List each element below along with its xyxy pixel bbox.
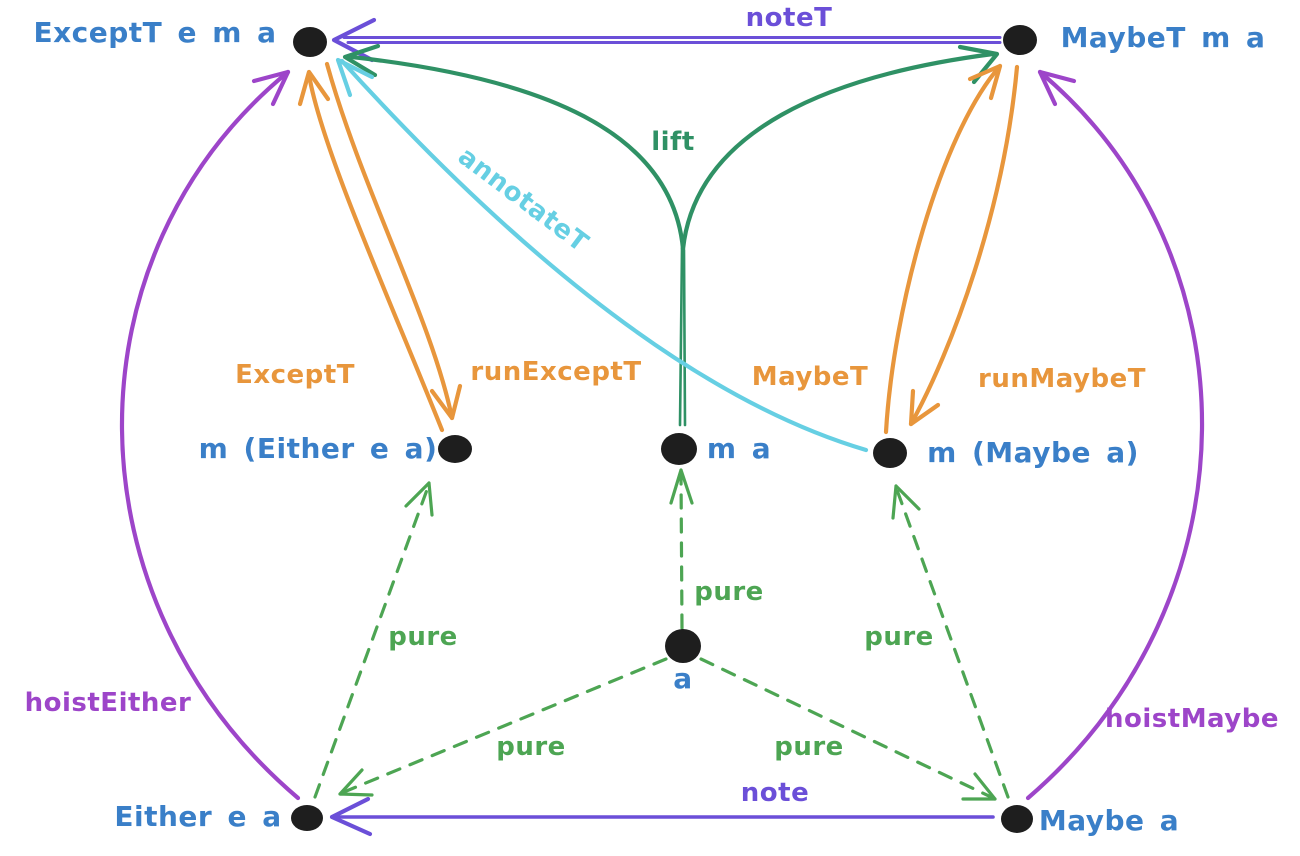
label-edge-pure-a-maybe: pure: [774, 732, 844, 762]
label-edge-lift: lift: [651, 127, 695, 157]
edge-pure-a-ma: [669, 468, 694, 630]
label-edge-runExceptT: runExceptT: [470, 357, 642, 387]
edge-MaybeT: [883, 63, 1003, 435]
node-m-a: [661, 433, 697, 465]
label-node-exceptT-e-m-a: ExceptT e m a: [33, 16, 277, 49]
label-edge-pure-either-meither: pure: [388, 622, 458, 652]
label-edge-note: note: [740, 778, 810, 808]
edge-hoist-either: [119, 69, 301, 801]
arrowhead: [967, 63, 1003, 101]
label-edge-MaybeT: MaybeT: [751, 362, 869, 392]
edge-pure-either-meither: [313, 481, 434, 799]
arrowhead: [297, 69, 331, 107]
edge-annotateT: [335, 57, 869, 453]
label-node-a: a: [673, 662, 693, 695]
edge-pure-a-either: [338, 657, 668, 797]
edge-pure-maybe-mmaybe: [891, 484, 1010, 799]
label-node-maybeT-m-a: MaybeT m a: [1060, 21, 1266, 54]
arrowhead: [404, 481, 434, 517]
label-edge-hoistEither: hoistEither: [24, 688, 192, 718]
node-m-maybe-a: [873, 438, 907, 468]
label-node-maybe-a: Maybe a: [1038, 804, 1180, 837]
arrowhead: [961, 772, 997, 801]
arrowhead: [1037, 69, 1077, 107]
label-edge-runMaybeT: runMaybeT: [978, 364, 1146, 394]
label-node-either-e-a: Either e a: [114, 800, 282, 833]
edge-note: [329, 796, 995, 837]
arrowhead: [338, 768, 374, 797]
label-edge-pure-a-either: pure: [496, 732, 566, 762]
edge-runMaybeT: [908, 64, 1020, 427]
arrowhead: [891, 484, 921, 520]
edge-pure-a-maybe: [699, 657, 997, 801]
label-edge-hoistMaybe: hoistMaybe: [1105, 704, 1279, 734]
node-exceptT-e-m-a: [293, 27, 327, 57]
edge-runExceptT: [324, 61, 463, 421]
edge-noteT: [331, 17, 1002, 63]
arrowhead: [429, 383, 463, 421]
arrowhead: [669, 468, 694, 505]
node-m-either-e-a: [438, 435, 472, 463]
arrowhead: [335, 57, 375, 98]
node-a: [665, 629, 701, 663]
arrowhead: [329, 796, 373, 837]
arrowhead: [908, 388, 941, 427]
arrowhead: [342, 43, 381, 78]
edge-lift: [342, 43, 1000, 427]
label-node-m-maybe-a: m (Maybe a): [927, 436, 1139, 469]
node-maybe-a: [1001, 805, 1033, 833]
node-either-e-a: [291, 805, 323, 831]
label-edge-noteT: noteT: [745, 3, 833, 33]
node-maybeT-m-a: [1003, 25, 1037, 55]
label-node-m-a: m a: [706, 432, 772, 465]
label-edge-pure-a-ma: pure: [694, 577, 764, 607]
edge-ExceptT: [297, 69, 445, 433]
label-edge-ExceptT: ExceptT: [235, 360, 355, 390]
label-edge-pure-maybe-mmaybe: pure: [864, 622, 934, 652]
arrowhead: [251, 69, 291, 107]
label-node-m-either-e-a: m (Either e a): [198, 432, 438, 465]
edge-hoist-maybe: [1025, 69, 1205, 801]
